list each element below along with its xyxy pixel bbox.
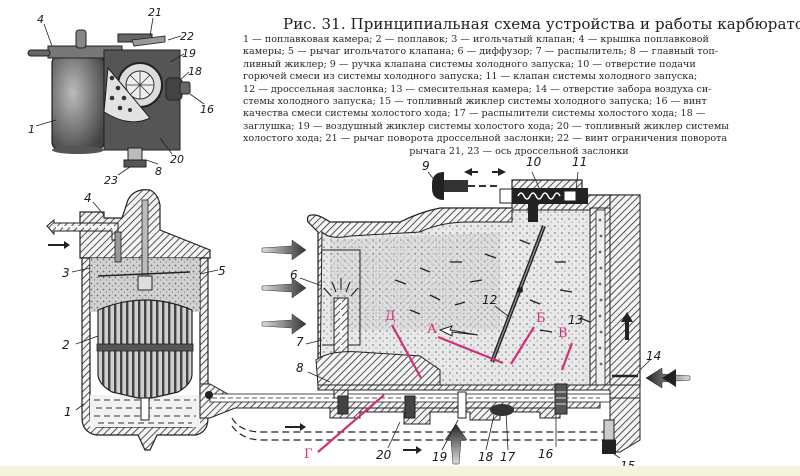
schematic-label: 5 (218, 264, 226, 278)
schematic-label: 17 (500, 450, 516, 464)
leader-lines (71, 171, 651, 459)
exterior-label: 21 (148, 6, 162, 19)
schematic-label: 12 (482, 293, 497, 307)
mixture-flow-marks (394, 239, 591, 333)
annotation-label-a: А (427, 322, 437, 337)
schematic-label: 3 (62, 266, 70, 280)
schematic-label: 11 (572, 155, 587, 169)
mixture-screw (554, 383, 568, 415)
schematic-label: 18 (478, 450, 494, 464)
annotation-lines (317, 324, 574, 453)
caption-line: горючей смеси из системы холодного запус… (243, 71, 698, 83)
exterior-label: 18 (188, 65, 202, 78)
exterior-float-chamber (51, 54, 105, 151)
exterior-label: 8 (155, 165, 162, 178)
idle-fuel-jet (404, 395, 416, 419)
caption-line: ливный жиклер; 9 — ручка клапана системы… (243, 58, 696, 70)
exterior-label: 4 (37, 13, 44, 26)
exterior-label: 20 (170, 153, 184, 166)
fuel-return-line (231, 417, 631, 441)
schematic: 4 3 5 2 1 9 10 11 6 7 8 12 13 14 15 16 1… (46, 155, 691, 473)
idle-air-jet (457, 391, 467, 419)
figure-title: Рис. 31. Принципиальная схема устройства… (283, 15, 800, 33)
schematic-label: 20 (376, 448, 392, 462)
exterior-label: 23 (104, 174, 118, 187)
caption-line: качества смеси системы холостого хода; 1… (243, 108, 706, 120)
exterior-choke-plate (103, 66, 151, 123)
exterior-view: 4 21 22 19 18 16 1 20 8 23 (27, 6, 214, 187)
annotation-label-v: В (558, 326, 568, 341)
fuel-inlet-arrow (48, 241, 70, 249)
schematic-label: 8 (296, 361, 304, 375)
idle-air-arrow (444, 423, 468, 465)
schematic-label: 6 (290, 268, 298, 282)
schematic-label: 4 (84, 191, 92, 205)
exterior-label: 22 (180, 30, 194, 43)
needle-valve (114, 231, 122, 263)
schematic-label: 14 (646, 349, 661, 363)
bottom-strip (0, 466, 800, 476)
main-jet (337, 395, 349, 415)
schematic-label: 10 (526, 155, 542, 169)
air-inflow-arrows (261, 239, 307, 335)
schematic-label: 2 (62, 338, 70, 352)
schematic-label: 9 (422, 159, 430, 173)
schematic-label: 13 (568, 313, 583, 327)
plug (490, 404, 514, 416)
schematic-label: 16 (538, 447, 554, 461)
exterior-fuel-inlet (27, 49, 51, 57)
annotation-label-b: Б (536, 311, 546, 326)
caption-line: камеры; 5 — рычаг игольчатого клапана; 6… (243, 46, 719, 58)
figure-caption: 1 — поплавковая камера; 2 — поплавок; 3 … (243, 34, 795, 158)
caption-line: холостого хода; 21 — рычаг поворота дрос… (243, 133, 728, 145)
caption-line: стемы холодного запуска; 15 — топливный … (243, 96, 707, 108)
cold-start-mixture-hole (528, 204, 538, 222)
schematic-label: 7 (296, 335, 304, 349)
schematic-label: 19 (432, 450, 447, 464)
caption-line: 12 — дроссельная заслонка; 13 — смесител… (243, 83, 712, 95)
annotation-label-g: Г (304, 447, 313, 462)
cold-start-spring (517, 192, 561, 200)
exterior-label: 16 (200, 103, 214, 116)
exterior-label: 19 (182, 47, 196, 60)
cold-start-knob (432, 172, 444, 200)
cold-start-valve (563, 190, 577, 202)
needle-valve-stem (141, 199, 149, 289)
exterior-label: 1 (28, 123, 35, 136)
needle-valve-lever (97, 271, 191, 277)
caption-line: рычага 21, 23 — ось дроссельной заслонки (409, 145, 629, 157)
caption-line: 1 — поплавковая камера; 2 — поплавок; 3 … (243, 34, 709, 45)
cold-start-fuel-jet (602, 440, 616, 454)
annotation-label-d: Д (385, 309, 396, 324)
caption-line: заглушка; 19 — воздушный жиклер системы … (243, 120, 729, 132)
schematic-label: 1 (64, 405, 72, 419)
